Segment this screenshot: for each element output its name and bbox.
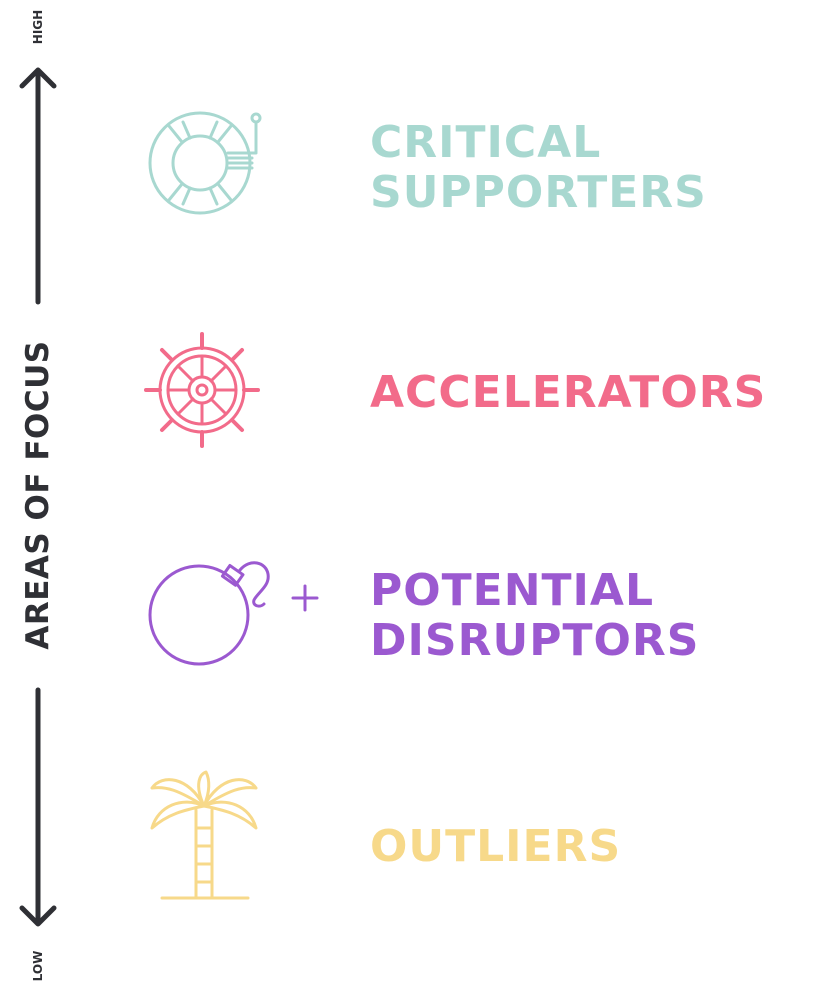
focus-axis: HIGH AREAS OF FOCUS LOW bbox=[0, 0, 80, 985]
axis-low-label: LOW bbox=[31, 950, 45, 982]
down-arrow-icon bbox=[19, 905, 57, 927]
category-critical-supporters: CRITICAL SUPPORTERS bbox=[370, 118, 707, 218]
up-arrow-icon bbox=[19, 67, 57, 89]
category-label-line: POTENTIAL bbox=[370, 565, 655, 616]
palm-tree-icon bbox=[148, 770, 263, 909]
life-buoy-icon bbox=[140, 105, 270, 229]
bomb-icon bbox=[142, 560, 327, 674]
category-label-line: CRITICAL bbox=[370, 117, 602, 168]
category-label-line: ACCELERATORS bbox=[370, 367, 767, 418]
axis-title: AREAS OF FOCUS bbox=[20, 340, 56, 650]
category-accelerators: ACCELERATORS bbox=[370, 368, 766, 418]
ship-wheel-icon bbox=[142, 330, 262, 454]
category-label-line: DISRUPTORS bbox=[370, 615, 700, 666]
axis-arrows bbox=[19, 67, 57, 927]
category-outliers: OUTLIERS bbox=[370, 822, 621, 872]
category-label-line: SUPPORTERS bbox=[370, 167, 707, 218]
category-potential-disruptors: POTENTIAL DISRUPTORS bbox=[370, 566, 699, 666]
axis-high-label: HIGH bbox=[31, 9, 45, 45]
category-label-line: OUTLIERS bbox=[370, 821, 622, 872]
